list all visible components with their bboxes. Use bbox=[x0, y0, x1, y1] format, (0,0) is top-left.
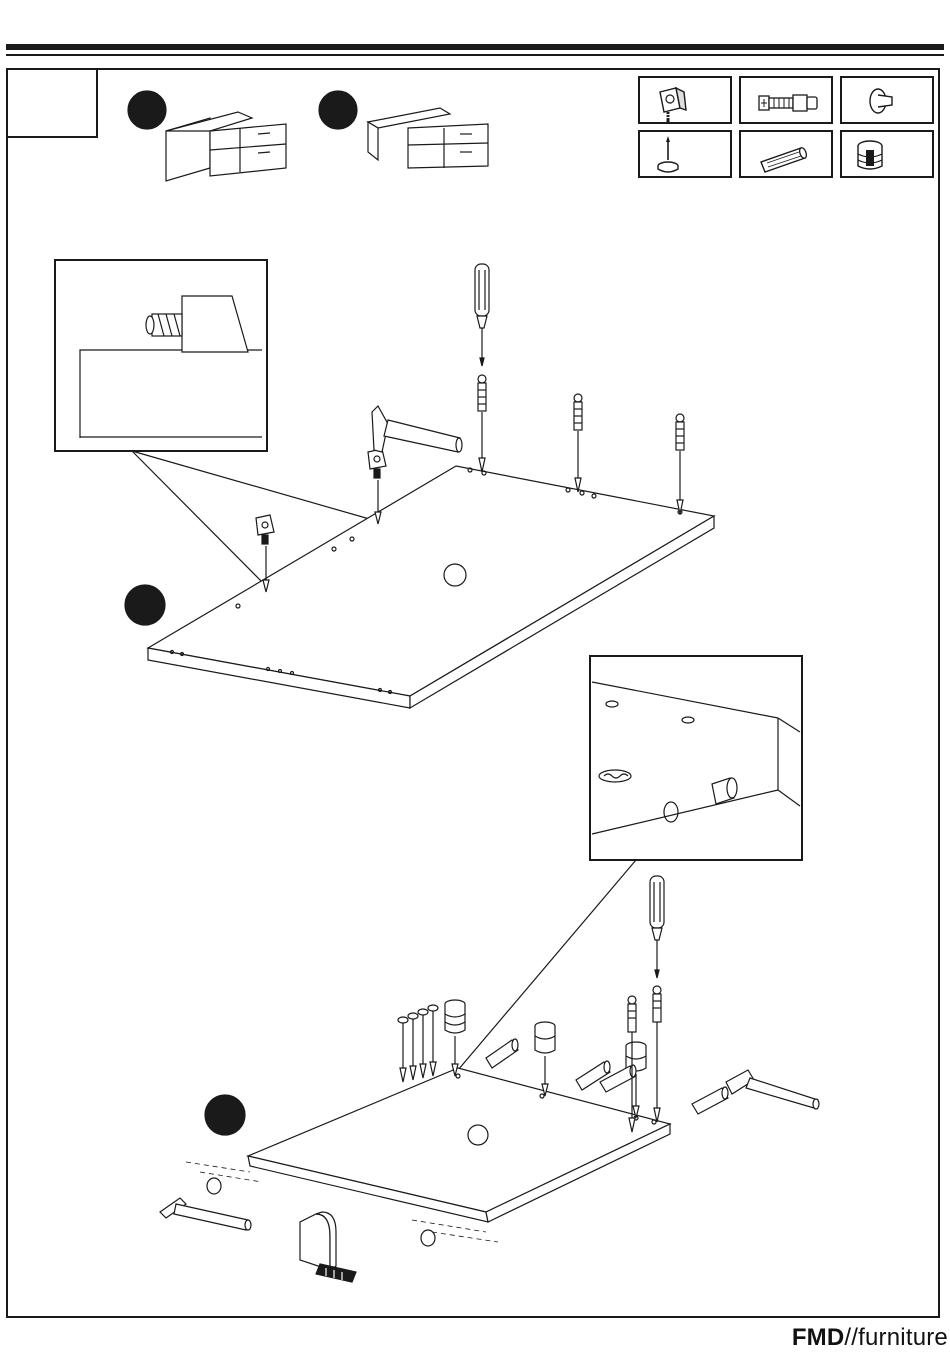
brand-logo: FMD//furniture bbox=[792, 1324, 948, 1354]
detail-inset-cam-housing bbox=[590, 656, 802, 860]
brand-name-rest: //furniture bbox=[844, 1324, 948, 1351]
hammer-icon-3 bbox=[160, 1198, 251, 1230]
detail-inset-cam-fitting bbox=[55, 260, 267, 451]
hammer-icon-1 bbox=[372, 406, 462, 452]
hammer-icon-2 bbox=[726, 1070, 819, 1109]
tape-measure-icon bbox=[300, 1212, 356, 1282]
connector-bolt-1 bbox=[478, 375, 486, 472]
screwdriver-icon-1 bbox=[475, 264, 489, 366]
variant-b-marker bbox=[319, 91, 357, 129]
sub-step-1-marker bbox=[125, 585, 165, 625]
connector-bolt-3 bbox=[676, 414, 684, 514]
sub-step-2-marker bbox=[205, 1095, 245, 1135]
cam-housing-2 bbox=[535, 1022, 555, 1096]
connector-bolt-4 bbox=[653, 986, 661, 1122]
brand-name-bold: FMD bbox=[792, 1324, 845, 1351]
nail-glides bbox=[398, 1005, 438, 1082]
connector-bolt-2 bbox=[574, 394, 582, 492]
desk-variant-b-thumbnail bbox=[368, 108, 488, 168]
screwdriver-icon-2 bbox=[650, 876, 664, 978]
variant-a-marker bbox=[128, 91, 166, 129]
desk-variant-a-thumbnail bbox=[166, 112, 286, 181]
